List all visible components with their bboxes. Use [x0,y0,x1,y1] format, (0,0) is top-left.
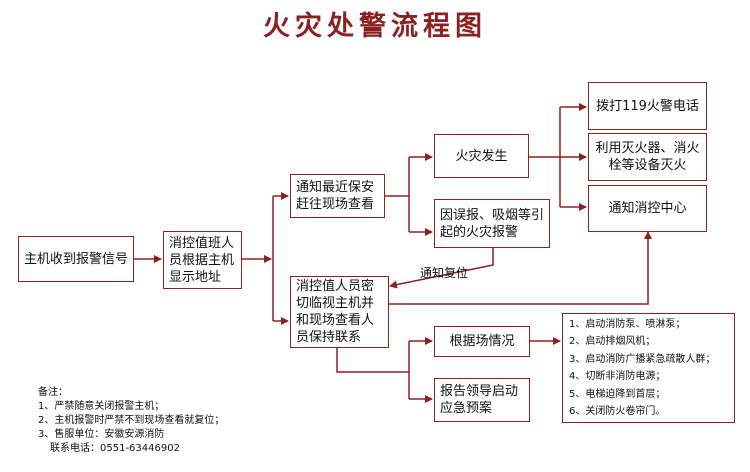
edge-label-reset: 通知复位 [420,266,469,280]
node-notify-control: 通知消控中心 [588,185,707,232]
note-contact: 联系电话：0551-63446902 [50,443,180,454]
action-item: 5、电梯迫降到首层； [569,388,666,400]
arrow-reset [389,248,494,289]
node-by-situation: 根据场情况 [434,326,530,357]
note-item: 2、主机报警时严禁不到现场查看就复位； [38,415,225,426]
action-item: 4、切断非消防电源； [569,371,666,382]
node-false-alarm: 因误报、吸烟等引起的火灾报警 [434,199,550,248]
action-item: 3、启动消防广播紧急疏散人群； [569,353,716,365]
node-notify-security: 通知最近保安赶往现场查看 [290,174,385,218]
node-report-leader: 报告领导启动应急预案 [434,378,530,422]
node-call-119: 拨打119火警电话 [588,82,707,130]
note-item: 3、售服单位：安徽安源消防 [38,429,165,440]
node-fire-occurs: 火灾发生 [434,134,529,178]
node-operator-verify: 消控值人员密切临视主机并和现场查看人员保持联系 [290,276,389,348]
notes-heading: 备注： [38,387,68,398]
node-operator-check-address: 消控值班人员根据主机显示地址 [163,231,242,289]
notes-block: 备注： 1、严禁随意关闭报警主机； 2、主机报警时严禁不到现场查看就复位； 3、… [38,386,224,456]
action-item: 6、关闭防火卷帘门。 [569,406,666,417]
actions-list: 1、启动消防泵、喷淋泵； 2、启动排烟风机； 3、启动消防广播紧急疏散人群； 4… [562,313,735,423]
node-receive-alarm: 主机收到报警信号 [18,236,134,282]
action-item: 2、启动排烟风机； [569,336,656,347]
note-item: 1、严禁随意关闭报警主机； [38,401,165,412]
action-item: 1、启动消防泵、喷淋泵； [569,318,686,330]
branch-line-4-stub [336,348,409,373]
node-extinguish: 利用灭火器、消火栓等设备灭火 [588,133,707,181]
page-title: 火灾处警流程图 [263,11,487,42]
arrow-to-notify-control-2 [389,231,652,305]
